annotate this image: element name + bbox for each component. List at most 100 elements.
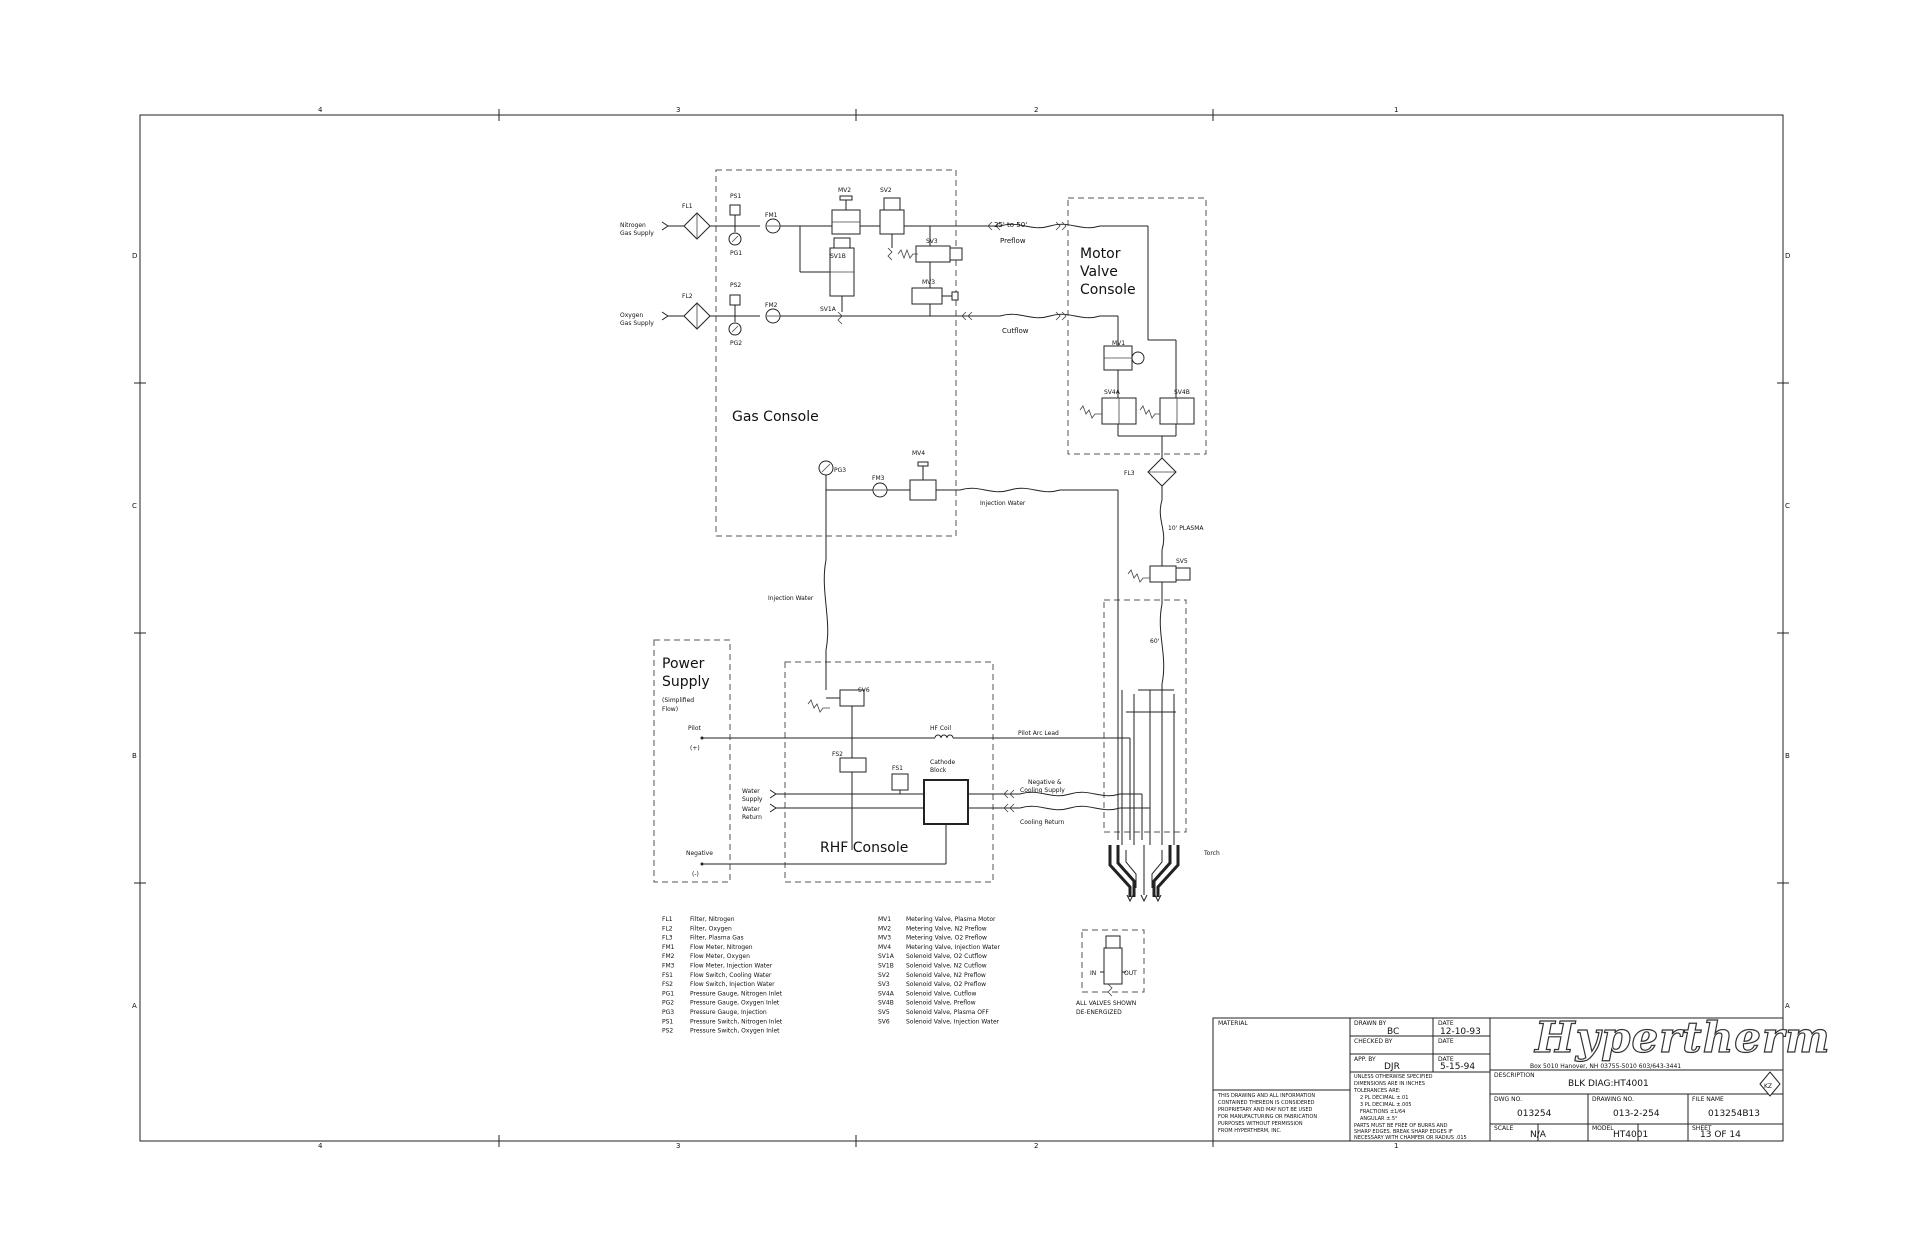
unless-line-6: FRACTIONS ±1/64 bbox=[1360, 1109, 1405, 1115]
mv1-motor-icon bbox=[1131, 351, 1145, 365]
row-label-left-a: A bbox=[132, 1002, 137, 1010]
valve-note-line-1: ALL VALVES SHOWN bbox=[1076, 1000, 1136, 1007]
fs2-flow-switch-icon bbox=[839, 757, 867, 773]
sv3-valve-icon bbox=[915, 245, 951, 263]
fl1-label: FL1 bbox=[682, 203, 693, 210]
legend-left-item-code: FM2 bbox=[662, 953, 675, 960]
plasma-length-label: 10' PLASMA bbox=[1168, 525, 1204, 532]
checked-by-label: CHECKED BY bbox=[1354, 1038, 1393, 1045]
legend-left-item-code: FS2 bbox=[662, 981, 673, 988]
unless-line-10: NECESSARY WITH CHAMFER OR RADIUS .015 bbox=[1354, 1135, 1467, 1141]
file-label: FILE NAME bbox=[1692, 1096, 1724, 1103]
legend-right-item-desc: Solenoid Valve, N2 Preflow bbox=[906, 972, 986, 979]
motor-console-label-1: Motor bbox=[1080, 246, 1121, 262]
row-label-right-c: C bbox=[1785, 502, 1790, 510]
legend-right-item-code: SV5 bbox=[878, 1009, 890, 1016]
col-label-top-3: 3 bbox=[676, 106, 680, 114]
sv1b-label: SV1B bbox=[830, 253, 846, 260]
fl3-label: FL3 bbox=[1124, 470, 1135, 477]
legend-right-item-desc: Metering Valve, Injection Water bbox=[906, 944, 1001, 951]
col-label-top-2: 2 bbox=[1034, 106, 1038, 114]
oxygen-supply-label-1: Oxygen bbox=[620, 312, 643, 319]
rhf-console-label: RHF Console bbox=[820, 840, 908, 856]
legend-left-item-desc: Flow Switch, Cooling Water bbox=[690, 972, 772, 979]
injection-water-h-label: Injection Water bbox=[980, 500, 1026, 507]
pg3-label: PG3 bbox=[834, 467, 846, 474]
mv2-label: MV2 bbox=[838, 187, 851, 194]
ps2-label: PS2 bbox=[730, 282, 741, 289]
plasma-line bbox=[1127, 457, 1191, 845]
pilot-arc-lead-label: Pilot Arc Lead bbox=[1018, 730, 1059, 737]
unless-line-7: ANGULAR ±.5° bbox=[1360, 1116, 1398, 1122]
legend-right-item-code: SV1B bbox=[878, 963, 894, 970]
sv5-label: SV5 bbox=[1176, 558, 1188, 565]
unless-line-8: PARTS MUST BE FREE OF BURRS AND bbox=[1354, 1123, 1448, 1129]
nitrogen-supply-label-2: Gas Supply bbox=[620, 230, 654, 237]
legend-left-item-desc: Filter, Nitrogen bbox=[690, 916, 735, 923]
valve-out-label: OUT bbox=[1124, 970, 1137, 977]
row-label-right-d: D bbox=[1785, 252, 1790, 260]
col-label-bottom-4: 4 bbox=[318, 1142, 323, 1150]
legend-left-item-desc: Pressure Switch, Oxygen Inlet bbox=[690, 1028, 780, 1035]
legend-right-item-code: MV2 bbox=[878, 925, 891, 932]
cutflow-label: Cutflow bbox=[1002, 327, 1029, 335]
unless-line-9: SHARP EDGES. BREAK SHARP EDGES IF bbox=[1354, 1129, 1453, 1135]
legend-right-item-code: SV1A bbox=[878, 953, 895, 960]
oxygen-line bbox=[661, 294, 1000, 336]
cathode-label-1: Cathode bbox=[930, 759, 956, 766]
file-value: 013254B13 bbox=[1708, 1109, 1760, 1119]
legend-right-item-desc: Metering Valve, N2 Preflow bbox=[906, 925, 987, 932]
border-ticks bbox=[134, 109, 1789, 1147]
torch-icon bbox=[1108, 845, 1180, 897]
power-supply-note-2: Flow) bbox=[662, 706, 678, 713]
unless-line-4: 2 PL DECIMAL ±.01 bbox=[1360, 1095, 1408, 1101]
drawing-no-value: 013-2-254 bbox=[1613, 1109, 1660, 1119]
drawn-by-value: BC bbox=[1387, 1027, 1399, 1037]
unless-line-1: UNLESS OTHERWISE SPECIFIED bbox=[1354, 1074, 1433, 1080]
scale-value: N/A bbox=[1530, 1130, 1547, 1140]
scale-label: SCALE bbox=[1494, 1125, 1513, 1132]
app-by-value: DJR bbox=[1384, 1062, 1400, 1072]
date-3-value: 5-15-94 bbox=[1440, 1062, 1475, 1072]
fm3-label: FM3 bbox=[872, 475, 885, 482]
sv1a-label: SV1A bbox=[820, 306, 837, 313]
legend-left-item-code: FL3 bbox=[662, 935, 673, 942]
legend-left-item-code: FS1 bbox=[662, 972, 673, 979]
legend-right-item-code: MV3 bbox=[878, 935, 891, 942]
nitrogen-line bbox=[661, 195, 1000, 325]
fs1-label: FS1 bbox=[892, 765, 903, 772]
fm1-label: FM1 bbox=[765, 212, 778, 219]
dwg-label: DWG NO. bbox=[1494, 1096, 1522, 1103]
sv2-label: SV2 bbox=[880, 187, 892, 194]
description-value: BLK DIAG:HT4001 bbox=[1568, 1079, 1649, 1089]
pilot-arc-line bbox=[700, 734, 1131, 840]
neg-cooling-label-2: Cooling Supply bbox=[1020, 787, 1065, 794]
power-supply-box bbox=[653, 639, 731, 883]
drawn-by-label: DRAWN BY bbox=[1354, 1020, 1386, 1027]
description-label: DESCRIPTION bbox=[1494, 1072, 1535, 1079]
oxygen-supply-label-2: Gas Supply bbox=[620, 320, 654, 327]
legend-left-item-code: PS2 bbox=[662, 1028, 673, 1035]
title-block bbox=[1212, 1017, 1784, 1142]
sv3-label: SV3 bbox=[926, 238, 938, 245]
water-supply-label-2: Supply bbox=[742, 796, 763, 803]
legend-right-item-desc: Solenoid Valve, O2 Preflow bbox=[906, 981, 986, 988]
legend-right-item-code: SV6 bbox=[878, 1018, 890, 1025]
gas-console-label: Gas Console bbox=[732, 409, 819, 425]
hf-coil-icon bbox=[934, 734, 954, 739]
gas-console-box bbox=[715, 169, 957, 537]
preflow-label: Preflow bbox=[1000, 237, 1026, 245]
torch-lead-length-label: 60' bbox=[1150, 638, 1160, 645]
legend-left-item-code: FL2 bbox=[662, 925, 673, 932]
row-label-right-a: A bbox=[1785, 1002, 1790, 1010]
legend-right-item-desc: Metering Valve, Plasma Motor bbox=[906, 916, 996, 923]
ps1-pressure-switch-icon bbox=[729, 204, 741, 216]
legend-right-item-desc: Solenoid Valve, O2 Cutflow bbox=[906, 953, 987, 960]
motor-console-label-3: Console bbox=[1080, 282, 1136, 298]
legend-right-item-code: SV4B bbox=[878, 1000, 894, 1007]
unless-line-5: 3 PL DECIMAL ±.005 bbox=[1360, 1102, 1412, 1108]
sheet-value: 13 OF 14 bbox=[1700, 1130, 1741, 1140]
torch-label: Torch bbox=[1203, 850, 1220, 857]
cutflow-hose bbox=[961, 311, 1119, 400]
